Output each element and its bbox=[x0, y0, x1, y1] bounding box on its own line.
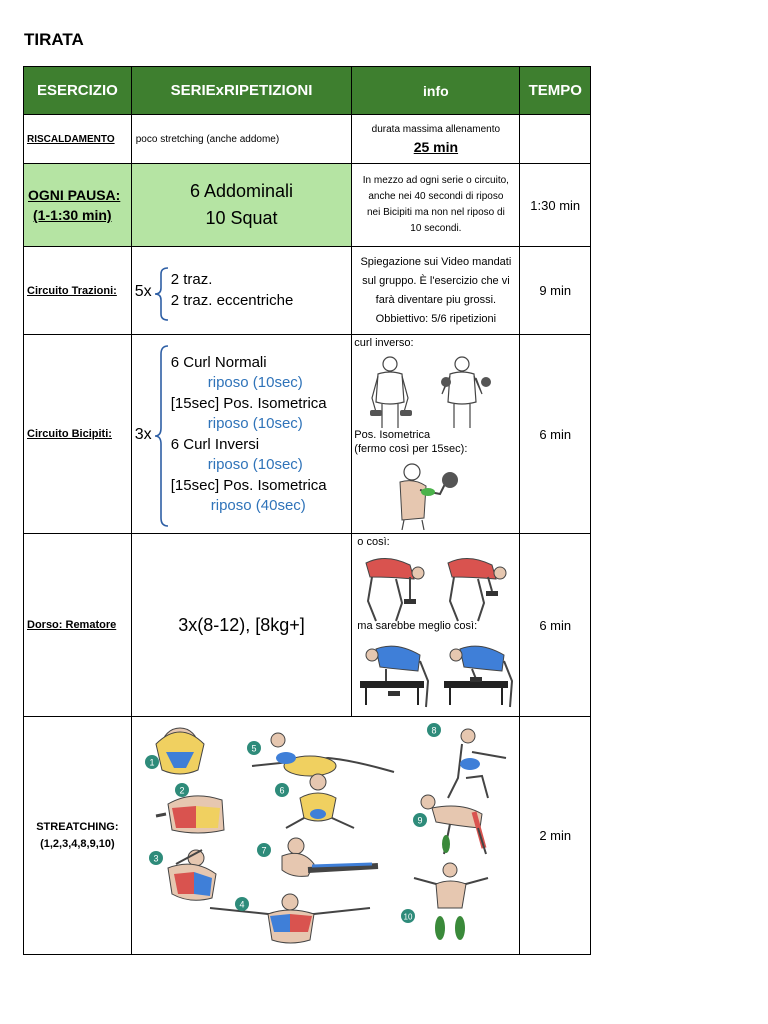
isometric-hold-illustration-icon bbox=[399, 462, 459, 530]
row-sets: 3x(8-12), [8kg+] bbox=[130, 533, 353, 717]
pullups-info-line: farà diventare piu grossi. bbox=[375, 293, 497, 306]
curl-illustration-icon bbox=[370, 355, 492, 428]
pause-info-line: nei Bicipiti ma non nel riposo di bbox=[366, 207, 505, 218]
biceps-rest: riposo (10sec) bbox=[207, 456, 303, 473]
pause-info: In mezzo ad ogni serie o circuito, anche… bbox=[351, 163, 521, 247]
warmup-info: durata massima allenamento 25 min bbox=[351, 114, 521, 164]
stretch-figure-4: 4 bbox=[209, 893, 370, 943]
table-row: OGNI PAUSA: (1-1:30 min) 6 Addominali 10… bbox=[23, 163, 591, 247]
warmup-info-duration: 25 min bbox=[413, 138, 459, 155]
warmup-time bbox=[519, 114, 591, 164]
biceps-item: [15sec] Pos. Isometrica bbox=[170, 394, 327, 412]
biceps-caption-reverse: curl inverso: bbox=[354, 336, 414, 349]
pullups-sets: 5x 2 traz. 2 traz. eccentriche bbox=[130, 246, 353, 335]
caption-line: (fermo così per 15sec): bbox=[354, 442, 468, 455]
row-info: o così: ma sarebbe meglio così: bbox=[351, 533, 521, 717]
stretching-label-line1: STREATCHING: bbox=[36, 820, 119, 833]
pullups-item: 2 traz. eccentriche bbox=[170, 291, 294, 309]
stretch-figure-7: 7 bbox=[256, 837, 378, 877]
table-row: RISCALDAMENTO poco stretching (anche add… bbox=[23, 114, 591, 164]
bent-over-row-illustration-icon bbox=[365, 557, 507, 621]
pullups-time: 9 min bbox=[519, 246, 591, 335]
stretch-number: 8 bbox=[431, 725, 436, 735]
warmup-label: RISCALDAMENTO bbox=[23, 114, 132, 164]
stretch-number: 1 bbox=[149, 757, 154, 767]
biceps-rest: riposo (10sec) bbox=[207, 415, 303, 432]
pause-label: OGNI PAUSA: (1-1:30 min) bbox=[23, 163, 132, 247]
header-info: info bbox=[351, 66, 521, 115]
header-exercise: ESERCIZIO bbox=[23, 66, 132, 115]
biceps-sets: 3x 6 Curl Normali riposo (10sec) [15sec]… bbox=[130, 334, 353, 534]
stretching-time: 2 min bbox=[519, 716, 591, 955]
warmup-info-line1: durata massima allenamento bbox=[371, 123, 501, 135]
stretching-illustration-icon: 1 5 8 bbox=[144, 722, 506, 943]
row-caption-alt: o così: bbox=[357, 535, 390, 548]
biceps-time: 6 min bbox=[519, 334, 591, 534]
pause-label-line1: OGNI PAUSA: bbox=[28, 187, 121, 203]
warmup-sets: poco stretching (anche addome) bbox=[130, 114, 353, 164]
biceps-item: [15sec] Pos. Isometrica bbox=[170, 476, 327, 494]
header-sets: SERIExRIPETIZIONI bbox=[130, 66, 353, 115]
row-label: Dorso: Rematore bbox=[23, 533, 132, 717]
stretch-number: 3 bbox=[153, 853, 158, 863]
workout-table: ESERCIZIO SERIExRIPETIZIONI info TEMPO R… bbox=[23, 66, 591, 955]
table-row: STREATCHING: (1,2,3,4,8,9,10) 1 bbox=[23, 716, 591, 955]
stretch-number: 4 bbox=[239, 899, 244, 909]
stretch-figure-8: 8 bbox=[426, 722, 506, 798]
pause-info-line: In mezzo ad ogni serie o circuito, bbox=[362, 175, 509, 186]
pause-sets: 6 Addominali 10 Squat bbox=[130, 163, 353, 247]
stretch-figure-3: 3 bbox=[148, 848, 217, 901]
stretch-number: 2 bbox=[179, 785, 184, 795]
pause-info-line: anche nei 40 secondi di riposo bbox=[368, 191, 504, 202]
stretch-figure-2: 2 bbox=[155, 782, 225, 833]
biceps-item: 6 Curl Normali bbox=[170, 353, 267, 371]
table-row: Circuito Bicipiti: 3x 6 Curl Normali rip… bbox=[23, 334, 591, 534]
pause-label-line2: (1-1:30 min) bbox=[33, 207, 112, 223]
biceps-multiplier: 3x bbox=[134, 425, 152, 443]
page-title: TIRATA bbox=[24, 30, 84, 49]
biceps-item: 6 Curl Inversi bbox=[170, 435, 260, 453]
biceps-rest: riposo (10sec) bbox=[207, 374, 303, 391]
stretch-number: 7 bbox=[261, 845, 266, 855]
stretch-number: 5 bbox=[251, 743, 256, 753]
pullups-label: Circuito Trazioni: bbox=[23, 246, 132, 335]
pullups-info-line: sul gruppo. È l'esercizio che vi bbox=[362, 274, 510, 287]
stretch-figure-1: 1 bbox=[144, 727, 205, 774]
biceps-label: Circuito Bicipiti: bbox=[23, 334, 132, 534]
biceps-rest: riposo (40sec) bbox=[210, 497, 306, 514]
table-header-row: ESERCIZIO SERIExRIPETIZIONI info TEMPO bbox=[23, 66, 591, 115]
stretching-label: STREATCHING: (1,2,3,4,8,9,10) bbox=[23, 716, 132, 955]
stretch-number: 6 bbox=[279, 785, 284, 795]
caption-line: Pos. Isometrica bbox=[354, 428, 431, 441]
pause-info-line: 10 secondi. bbox=[410, 223, 462, 234]
pause-sets-line2: 10 Squat bbox=[205, 208, 278, 228]
header-time: TEMPO bbox=[519, 66, 591, 115]
stretch-number: 10 bbox=[403, 912, 412, 921]
table-row: Dorso: Rematore 3x(8-12), [8kg+] o così: bbox=[23, 533, 591, 717]
stretch-figure-6: 6 bbox=[274, 773, 355, 829]
biceps-items: 6 Curl Normali riposo (10sec) [15sec] Po… bbox=[171, 353, 327, 517]
pullups-info-line: Obbiettivo: 5/6 ripetizioni bbox=[375, 312, 497, 325]
pullups-info-line: Spiegazione sui Video mandati bbox=[360, 255, 512, 268]
row-caption-better: ma sarebbe meglio così: bbox=[357, 619, 478, 632]
pause-time: 1:30 min bbox=[519, 163, 591, 247]
pullups-multiplier: 5x bbox=[134, 282, 152, 300]
stretch-figure-10: 10 bbox=[400, 862, 489, 940]
pullups-item: 2 traz. bbox=[170, 270, 213, 288]
biceps-caption-isometric: Pos. Isometrica (fermo così per 15sec): bbox=[354, 428, 467, 456]
stretching-label-line2: (1,2,3,4,8,9,10) bbox=[40, 837, 115, 850]
stretch-number: 9 bbox=[417, 815, 422, 825]
stretch-figure-5: 5 bbox=[246, 732, 395, 776]
row-time: 6 min bbox=[519, 533, 591, 717]
bench-row-illustration-icon bbox=[360, 645, 514, 707]
biceps-info: curl inverso: bbox=[351, 334, 521, 534]
pullups-info: Spiegazione sui Video mandati sul gruppo… bbox=[351, 246, 521, 335]
stretch-figure-9: 9 bbox=[412, 794, 487, 854]
pause-sets-line1: 6 Addominali bbox=[189, 181, 294, 201]
brace-icon bbox=[154, 266, 168, 321]
stretching-figures: 1 5 8 bbox=[130, 716, 521, 955]
table-row: Circuito Trazioni: 5x 2 traz. 2 traz. ec… bbox=[23, 246, 591, 335]
brace-icon bbox=[154, 344, 168, 527]
